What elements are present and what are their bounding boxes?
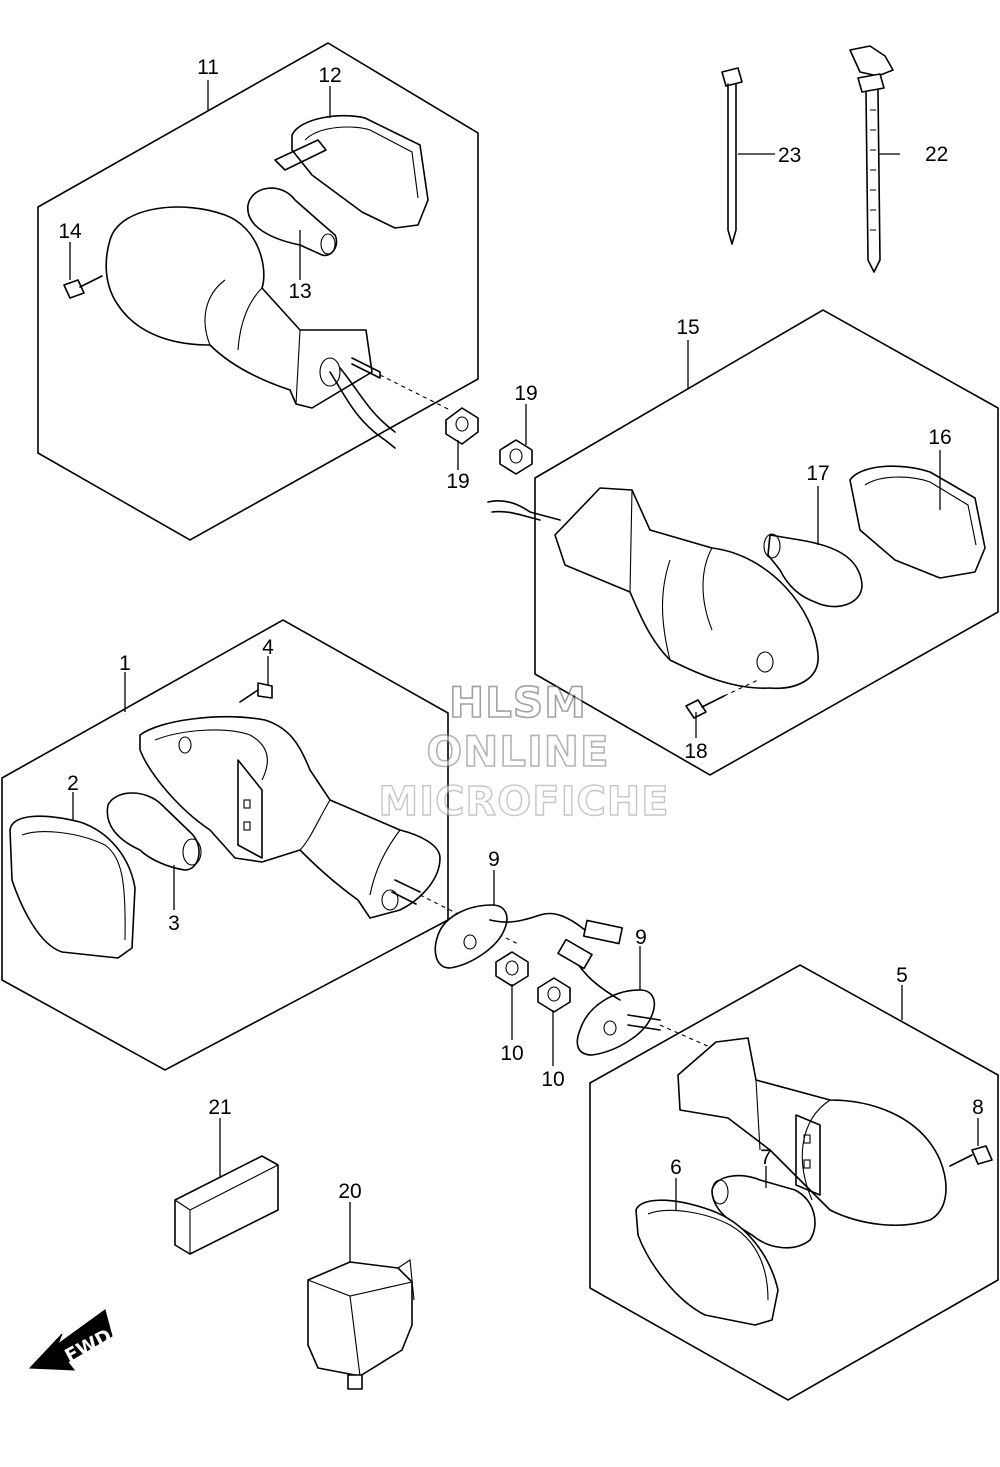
label-8: 8 [972,1096,984,1119]
watermark-line-2: ONLINE [426,727,609,776]
nut-19-left [445,407,479,445]
watermark-line-1: HLSM [449,678,587,727]
label-9-right: 9 [635,926,647,949]
assembly-11-parts [63,115,451,449]
label-13: 13 [288,280,311,303]
assembly-5-box [589,964,999,1401]
label-19-left: 19 [446,470,469,493]
label-6: 6 [670,1156,682,1179]
label-9-left: 9 [488,848,500,871]
cable-tie-23 [721,67,743,245]
nut-10-left [495,951,529,987]
watermark: HLSM ONLINE MICROFICHE [378,677,670,826]
label-21: 21 [208,1096,231,1119]
gasket-9-left [434,904,624,969]
label-17: 17 [806,462,829,485]
nut-19-right [499,439,533,475]
label-10-right: 10 [541,1068,564,1091]
assembly-15-parts [487,465,986,719]
label-11: 11 [197,56,219,79]
label-5: 5 [896,964,908,987]
assembly-1-parts [9,682,521,959]
pad-21 [174,1155,279,1255]
label-1: 1 [119,652,131,675]
label-18: 18 [684,740,707,763]
label-7: 7 [760,1146,772,1169]
label-23: 23 [778,144,801,167]
relay-20 [307,1259,415,1390]
label-10-left: 10 [500,1042,523,1065]
watermark-line-3: MICROFICHE [378,779,669,825]
assembly-5-parts [635,1037,993,1326]
assembly-15-box [534,309,999,776]
leader-lines [69,80,979,1262]
label-14: 14 [58,220,82,243]
label-16: 16 [928,426,951,449]
fwd-arrow-icon: FWD [28,1309,116,1371]
label-12: 12 [318,64,341,87]
cable-tie-22 [849,45,894,273]
label-20: 20 [338,1180,361,1203]
label-22: 22 [925,143,948,166]
nut-10-right [537,977,571,1013]
label-19-right: 19 [514,382,537,405]
assembly-11-box [37,42,479,541]
label-4: 4 [262,636,274,659]
label-3: 3 [168,912,180,935]
gasket-9-right [557,938,713,1056]
label-2: 2 [67,772,79,795]
label-15: 15 [676,316,699,339]
